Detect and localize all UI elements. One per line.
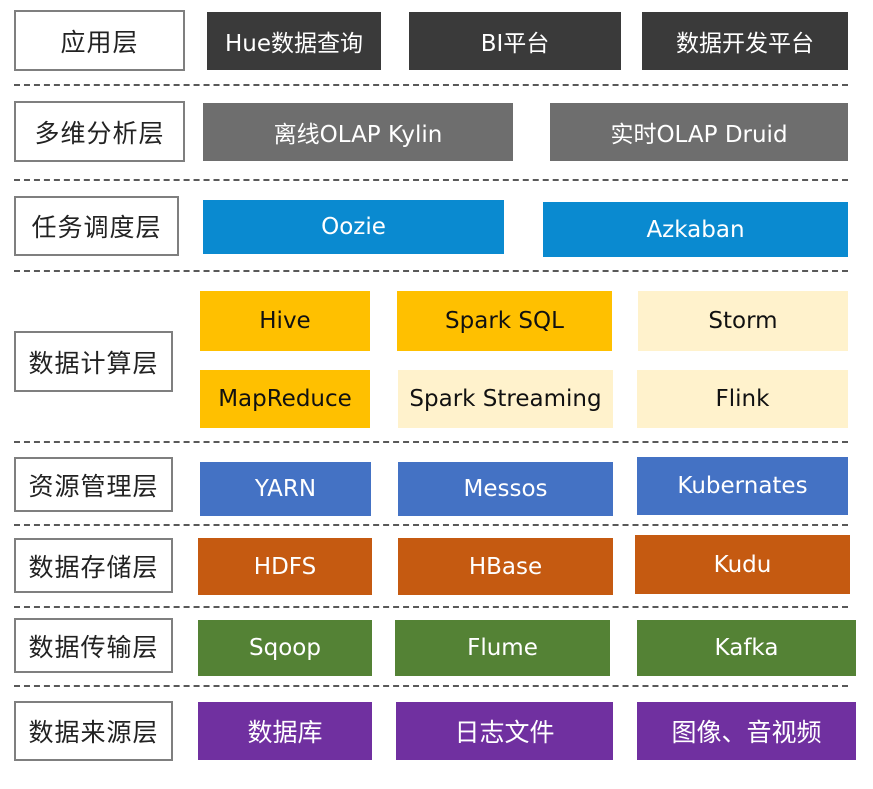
box-kafka: Kafka xyxy=(637,620,856,676)
layer-label-source: 数据来源层 xyxy=(14,701,173,761)
layer-label-application: 应用层 xyxy=(14,10,185,71)
layer-divider xyxy=(14,441,848,443)
layer-divider xyxy=(14,524,848,526)
layer-divider xyxy=(14,606,848,608)
box-kudu: Kudu xyxy=(635,535,850,594)
layer-divider xyxy=(14,84,848,86)
layer-label-olap: 多维分析层 xyxy=(14,101,185,162)
layer-label-transport: 数据传输层 xyxy=(14,618,173,673)
box-hdfs: HDFS xyxy=(198,538,372,595)
box-spark-streaming: Spark Streaming xyxy=(398,370,613,428)
box-azkaban: Azkaban xyxy=(543,202,848,257)
layer-label-storage: 数据存储层 xyxy=(14,538,173,593)
layer-divider xyxy=(14,685,848,687)
layer-label-scheduling: 任务调度层 xyxy=(14,196,179,256)
box-hue: Hue数据查询 xyxy=(207,12,381,70)
box-sqoop: Sqoop xyxy=(198,620,372,676)
box-messos: Messos xyxy=(398,462,613,516)
box-druid: 实时OLAP Druid xyxy=(550,103,848,161)
box-kylin: 离线OLAP Kylin xyxy=(203,103,513,161)
box-hive: Hive xyxy=(200,291,370,351)
box-kubernates: Kubernates xyxy=(637,457,848,515)
box-database: 数据库 xyxy=(198,702,372,760)
box-mapreduce: MapReduce xyxy=(200,370,370,428)
box-spark-sql: Spark SQL xyxy=(397,291,612,351)
box-oozie: Oozie xyxy=(203,200,504,254)
box-storm: Storm xyxy=(638,291,848,351)
box-flink: Flink xyxy=(637,370,848,428)
box-hbase: HBase xyxy=(398,538,613,595)
layer-divider xyxy=(14,179,848,181)
box-image-av: 图像、音视频 xyxy=(637,702,856,760)
box-bi-platform: BI平台 xyxy=(409,12,621,70)
layer-label-resource: 资源管理层 xyxy=(14,457,173,512)
box-flume: Flume xyxy=(395,620,610,676)
layer-label-compute: 数据计算层 xyxy=(14,331,173,392)
box-log-files: 日志文件 xyxy=(396,702,613,760)
box-yarn: YARN xyxy=(200,462,371,516)
box-dev-platform: 数据开发平台 xyxy=(642,12,848,70)
layer-divider xyxy=(14,270,848,272)
